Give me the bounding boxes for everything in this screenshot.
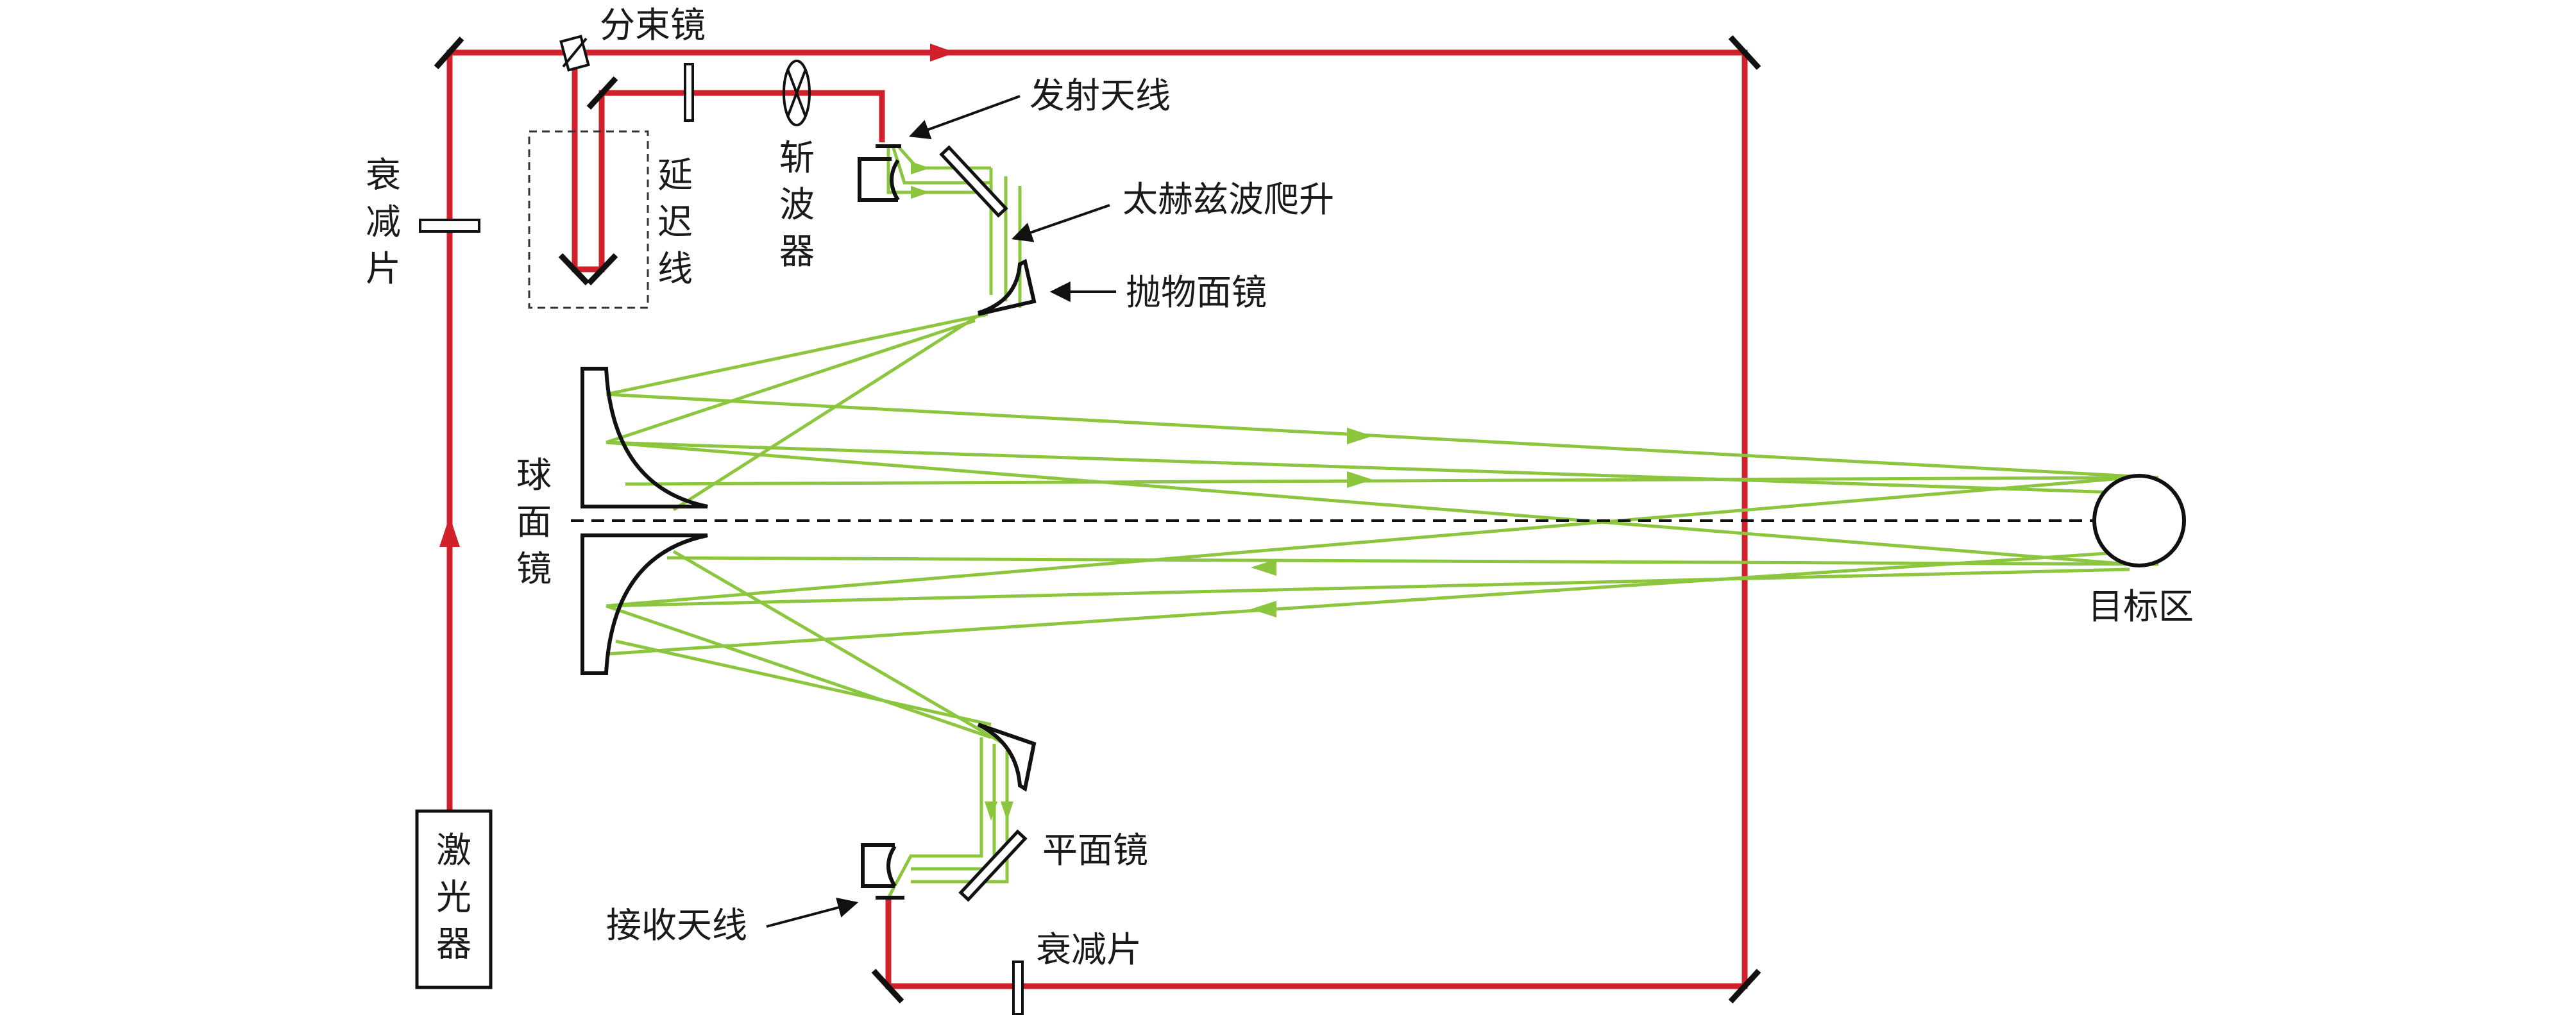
svg-text:延: 延 bbox=[657, 155, 693, 196]
svg-text:器: 器 bbox=[779, 231, 815, 272]
label-plane-mirror: 平面镜 bbox=[1042, 830, 1148, 871]
label-chopper: 斩 波 器 bbox=[779, 137, 815, 272]
svg-text:波: 波 bbox=[779, 184, 815, 225]
svg-text:球: 球 bbox=[516, 455, 552, 496]
receiver-antenna-element bbox=[861, 843, 904, 900]
mirror-bottom-left bbox=[871, 968, 904, 1004]
wave-plate bbox=[684, 63, 694, 122]
delay-line-path bbox=[572, 53, 885, 273]
upper-plane-mirror bbox=[939, 145, 1008, 218]
upper-parabolic-mirror bbox=[978, 258, 1037, 316]
beam-splitter-element bbox=[559, 35, 590, 72]
label-attenuator-bottom: 衰减片 bbox=[1036, 929, 1142, 970]
label-beam-splitter: 分束镜 bbox=[600, 4, 706, 46]
mirror-top-left bbox=[434, 37, 464, 69]
corner-mirrors bbox=[434, 35, 1761, 1004]
mirror-bottom-right bbox=[1728, 968, 1761, 1004]
label-receiver-antenna: 接收天线 bbox=[606, 905, 747, 946]
attenuator-left bbox=[419, 219, 480, 233]
laser-direction-arrow-up bbox=[439, 516, 460, 547]
label-delay-line: 延 迟 线 bbox=[657, 155, 693, 289]
svg-text:光: 光 bbox=[436, 877, 471, 918]
svg-text:斩: 斩 bbox=[779, 137, 815, 178]
label-spherical-mirror: 球 面 镜 bbox=[516, 455, 552, 589]
label-target-area: 目标区 bbox=[2088, 586, 2194, 627]
label-parabolic-mirror: 抛物面镜 bbox=[1126, 272, 1267, 313]
lower-plane-mirror bbox=[958, 829, 1028, 902]
label-attenuator-left: 衰 减 片 bbox=[366, 155, 401, 289]
mirror-delay-bottom-left bbox=[558, 253, 590, 286]
svg-text:激: 激 bbox=[436, 830, 471, 871]
target-circle bbox=[2092, 474, 2186, 567]
svg-text:器: 器 bbox=[436, 923, 471, 964]
svg-text:线: 线 bbox=[657, 248, 693, 289]
lower-parabolic-mirror bbox=[977, 723, 1037, 792]
chopper-element bbox=[783, 60, 811, 126]
mirror-delay-bottom-right bbox=[586, 253, 618, 286]
mirror-top-right bbox=[1728, 35, 1761, 71]
svg-text:迟: 迟 bbox=[657, 201, 693, 242]
spherical-mirror-upper bbox=[580, 367, 708, 508]
attenuator-bottom bbox=[1012, 960, 1024, 1015]
leader-arrows bbox=[766, 95, 1116, 928]
svg-text:衰: 衰 bbox=[366, 155, 401, 196]
label-thz-climb: 太赫兹波爬升 bbox=[1123, 179, 1334, 220]
delay-line-box bbox=[528, 130, 649, 309]
laser-source bbox=[415, 809, 493, 989]
thz-beam-paths bbox=[606, 145, 2159, 899]
label-emitter-antenna: 发射天线 bbox=[1030, 75, 1171, 116]
emitter-antenna-element bbox=[858, 144, 901, 202]
svg-text:面: 面 bbox=[516, 501, 552, 542]
svg-text:镜: 镜 bbox=[516, 548, 552, 589]
spherical-mirror-lower bbox=[580, 533, 708, 675]
laser-direction-arrow-right bbox=[930, 44, 956, 62]
label-laser: 激 光 器 bbox=[436, 830, 471, 964]
svg-text:片: 片 bbox=[366, 248, 401, 289]
mirror-delay-top bbox=[586, 76, 618, 110]
svg-text:减: 减 bbox=[366, 201, 401, 242]
